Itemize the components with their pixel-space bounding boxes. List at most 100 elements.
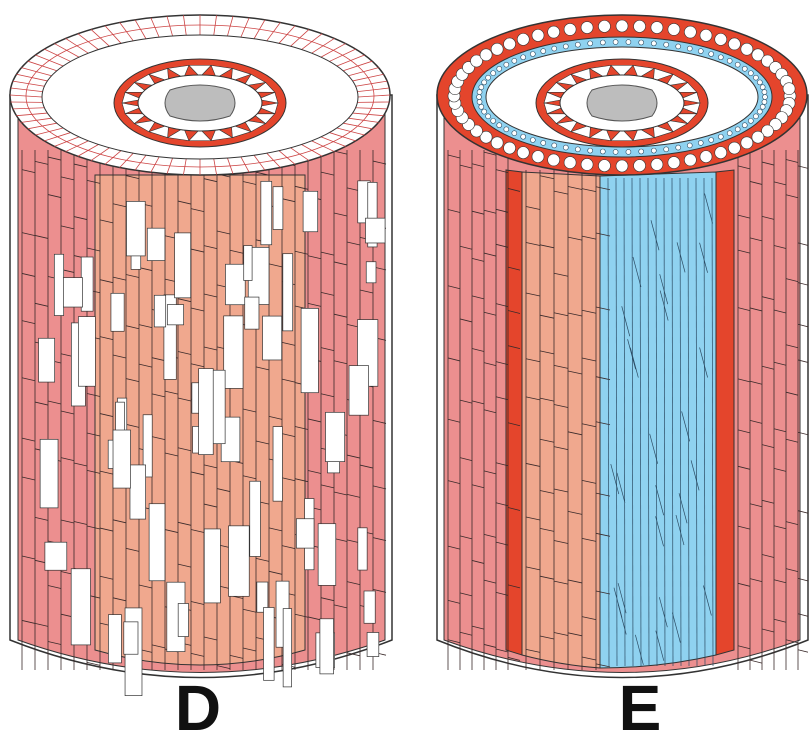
ring-dot (541, 140, 546, 145)
white-cell (224, 316, 243, 389)
ring-dot (575, 147, 580, 152)
ring-dot (504, 62, 509, 67)
ring-dot (718, 55, 723, 60)
outer-tooth (517, 33, 529, 45)
white-cell (303, 191, 318, 231)
white-cell (250, 481, 261, 556)
white-cell (283, 254, 293, 331)
outer-tooth (491, 137, 503, 149)
ring-dot (676, 44, 681, 49)
panel-label-d: D (175, 672, 221, 740)
ring-dot (753, 75, 758, 80)
outer-tooth (598, 20, 610, 32)
outer-tooth (532, 29, 544, 41)
outer-tooth (532, 151, 544, 163)
outer-tooth (616, 160, 628, 172)
ring-dot (530, 51, 535, 56)
white-cell (261, 181, 272, 244)
ring-dot (760, 85, 765, 90)
white-cell (126, 201, 145, 256)
ring-dot (613, 40, 618, 45)
white-cell (111, 293, 124, 331)
ring-dot (735, 62, 740, 67)
ring-dot (477, 90, 482, 95)
white-cell (318, 524, 336, 586)
white-cell (167, 305, 183, 325)
ring-dot (552, 143, 557, 148)
white-cell (199, 369, 214, 455)
ring-dot (676, 145, 681, 150)
outer-tooth (564, 157, 576, 169)
white-cell (296, 519, 314, 548)
ring-dot (651, 148, 656, 153)
white-cell (116, 402, 125, 431)
white-cell (358, 528, 367, 570)
ring-dot (687, 46, 692, 51)
ring-dot (757, 80, 762, 85)
white-cell (71, 569, 90, 645)
ring-dot (512, 131, 517, 136)
outer-tooth (668, 157, 680, 169)
ring-dot (575, 42, 580, 47)
white-cell (63, 278, 82, 307)
white-cell (178, 603, 188, 636)
outer-tooth (581, 158, 593, 170)
ring-dot (748, 71, 753, 76)
ring-dot (482, 80, 487, 85)
outer-tooth (752, 131, 764, 143)
white-cell (175, 233, 191, 298)
white-cell (108, 615, 121, 663)
white-cell (229, 526, 250, 596)
outer-tooth (548, 154, 560, 166)
outer-tooth (728, 142, 740, 154)
outer-tooth (651, 22, 663, 34)
ring-dot (491, 118, 496, 123)
ring-dot (664, 42, 669, 47)
cylinder-e-pith (587, 85, 657, 121)
white-cell (225, 264, 245, 304)
outer-tooth (491, 43, 503, 55)
ring-dot (760, 104, 765, 109)
white-cell (325, 412, 344, 461)
ring-dot (727, 131, 732, 136)
ring-dot (497, 66, 502, 71)
white-cell (39, 338, 55, 382)
ring-dot (491, 71, 496, 76)
cylinder-e (437, 15, 809, 678)
outer-tooth (715, 147, 727, 159)
outer-tooth (741, 137, 753, 149)
outer-tooth (715, 33, 727, 45)
outer-tooth (700, 29, 712, 41)
outer-tooth (684, 26, 696, 38)
ring-dot (742, 123, 747, 128)
outer-tooth (684, 154, 696, 166)
ring-dot (486, 75, 491, 80)
outer-tooth (700, 151, 712, 163)
ring-dot (762, 90, 767, 95)
cell-wall-horizontal (798, 650, 809, 653)
outer-tooth (504, 38, 516, 50)
outer-tooth (598, 160, 610, 172)
ring-dot (541, 49, 546, 54)
cell-wall-horizontal (750, 660, 762, 663)
ring-dot (748, 118, 753, 123)
ring-dot (504, 127, 509, 132)
ring-dot (757, 109, 762, 114)
ring-dot (698, 49, 703, 54)
ring-dot (563, 145, 568, 150)
ring-dot (709, 51, 714, 56)
outer-tooth (564, 23, 576, 35)
ring-dot (613, 149, 618, 154)
outer-tooth (504, 142, 516, 154)
white-cell (245, 297, 259, 329)
white-cell (147, 228, 165, 260)
outer-tooth (634, 20, 646, 32)
ring-dot (639, 149, 644, 154)
white-cell (349, 366, 369, 416)
ring-dot (742, 66, 747, 71)
white-cell (81, 257, 93, 311)
ring-dot (497, 123, 502, 128)
ring-dot (727, 58, 732, 63)
white-cell (364, 591, 375, 623)
